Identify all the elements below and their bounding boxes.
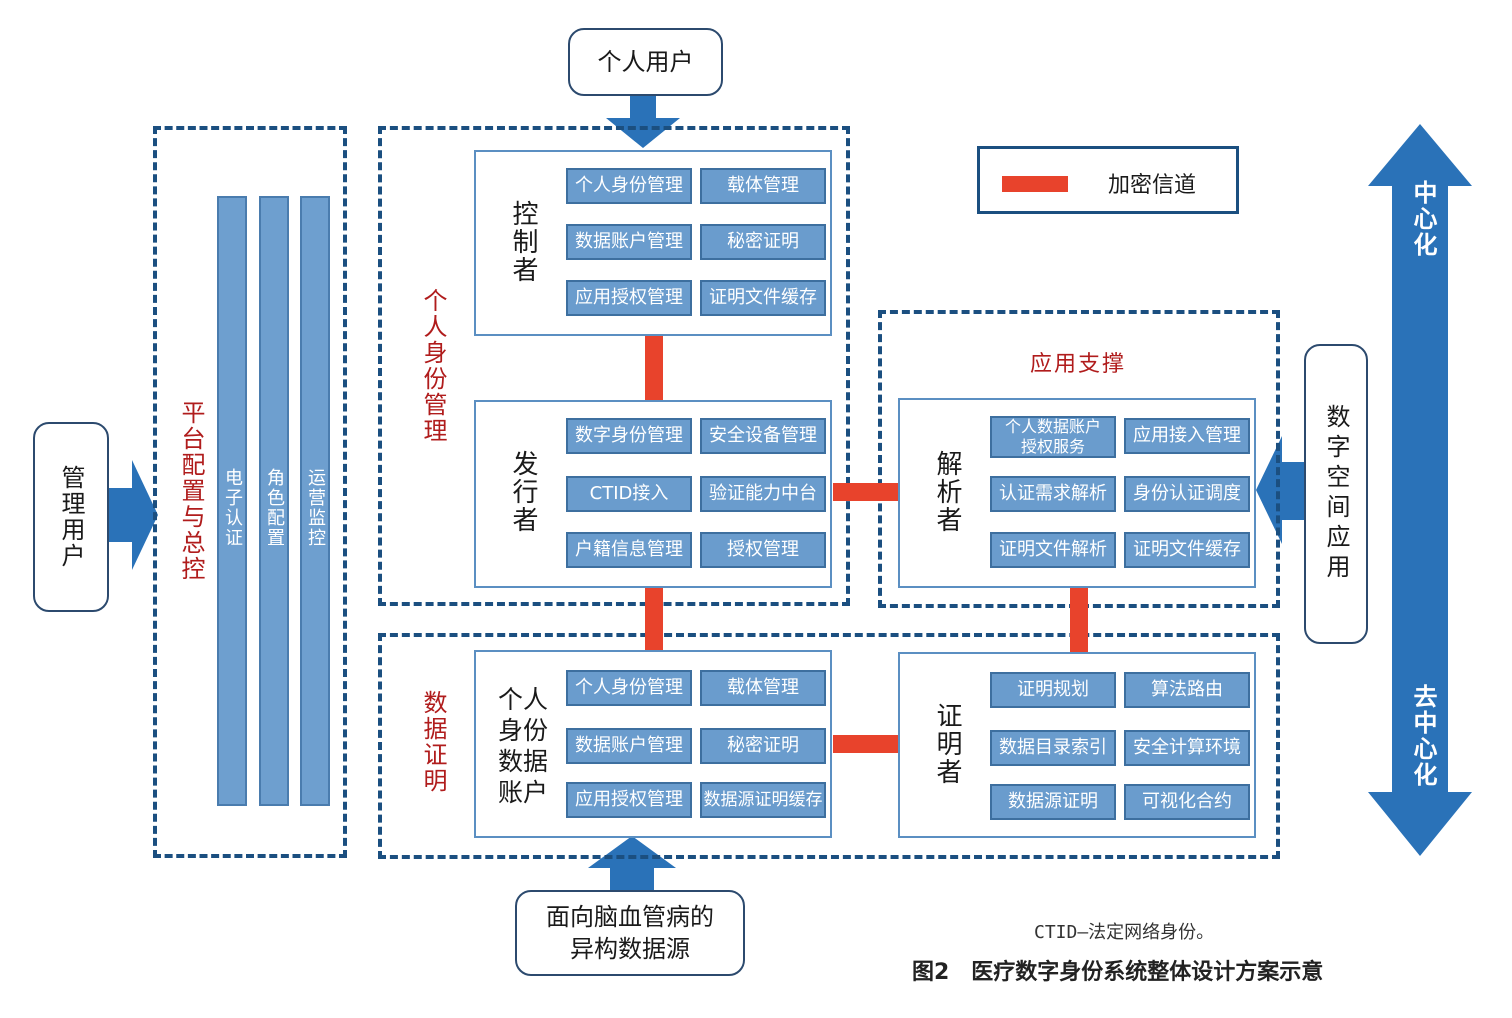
axis-bottom-label: 去中心化 — [1409, 684, 1437, 788]
platform-bar-role: 角色配置 — [259, 196, 289, 806]
issuer-item-3: CTID接入 — [566, 476, 692, 512]
controller-item-1: 个人身份管理 — [566, 168, 692, 204]
resolver-role: 解析者 — [932, 450, 962, 534]
channel-account-prover — [833, 735, 899, 753]
data-proof-region — [378, 633, 1280, 859]
account-item-1: 个人身份管理 — [566, 670, 692, 706]
issuer-item-5: 户籍信息管理 — [566, 532, 692, 568]
heterogeneous-source-label: 面向脑血管病的异构数据源 — [546, 903, 714, 963]
platform-bar-monitor: 运营监控 — [300, 196, 330, 806]
controller-item-2: 载体管理 — [700, 168, 826, 204]
digital-app-box: 数字空间应用 — [1304, 344, 1368, 644]
double-vertical-arrow-icon — [1368, 124, 1472, 856]
resolver-item-6: 证明文件缓存 — [1124, 532, 1250, 568]
controller-item-5: 应用授权管理 — [566, 280, 692, 316]
identity-mgmt-region — [378, 126, 850, 606]
caption-title: 图2 医疗数字身份系统整体设计方案示意 — [912, 960, 1324, 985]
controller-item-6: 证明文件缓存 — [700, 280, 826, 316]
issuer-role: 发行者 — [508, 450, 538, 534]
resolver-panel: 解析者 个人数据账户授权服务 应用接入管理 认证需求解析 身份认证调度 证明文件… — [898, 398, 1256, 588]
legend-label: 加密信道 — [1108, 173, 1197, 198]
platform-bar-cert: 电子认证 — [217, 196, 247, 806]
prover-role: 证明者 — [932, 702, 962, 786]
heterogeneous-source-box: 面向脑血管病的异构数据源 — [515, 890, 745, 976]
account-item-5: 应用授权管理 — [566, 782, 692, 818]
prover-item-6: 可视化合约 — [1124, 784, 1250, 820]
channel-controller-issuer — [645, 336, 663, 400]
legend-swatch — [1002, 176, 1068, 192]
issuer-item-1: 数字身份管理 — [566, 418, 692, 454]
down-arrow-icon — [606, 96, 680, 148]
prover-item-1: 证明规划 — [990, 672, 1116, 708]
channel-issuer-resolver — [833, 483, 899, 501]
prover-panel: 证明者 证明规划 算法路由 数据目录索引 安全计算环境 数据源证明 可视化合约 — [898, 652, 1256, 838]
caption-note: CTID—法定网络身份。 — [1034, 922, 1215, 943]
channel-issuer-account — [645, 588, 663, 650]
left-arrow-icon — [1256, 436, 1306, 544]
prover-item-3: 数据目录索引 — [990, 730, 1116, 766]
prover-item-4: 安全计算环境 — [1124, 730, 1250, 766]
app-support-label: 应用支撑 — [1030, 352, 1127, 377]
digital-app-label: 数字空间应用 — [1322, 404, 1350, 584]
resolver-item-5: 证明文件解析 — [990, 532, 1116, 568]
personal-user-box: 个人用户 — [568, 28, 723, 96]
issuer-panel: 发行者 数字身份管理 安全设备管理 CTID接入 验证能力中台 户籍信息管理 授… — [474, 400, 832, 588]
platform-bar-monitor-label: 运营监控 — [305, 468, 326, 548]
admin-user-label: 管理用户 — [57, 465, 85, 569]
personal-user-label: 个人用户 — [597, 48, 694, 76]
admin-user-box: 管理用户 — [33, 422, 109, 612]
account-item-2: 载体管理 — [700, 670, 826, 706]
platform-config-region — [153, 126, 347, 858]
legend-box: 加密信道 — [977, 146, 1239, 214]
platform-bar-cert-label: 电子认证 — [222, 468, 243, 548]
issuer-item-6: 授权管理 — [700, 532, 826, 568]
issuer-item-2: 安全设备管理 — [700, 418, 826, 454]
account-item-6: 数据源证明缓存 — [700, 782, 826, 818]
account-role: 个人身份数据账户 — [497, 685, 548, 807]
resolver-item-1: 个人数据账户授权服务 — [990, 416, 1116, 458]
prover-item-5: 数据源证明 — [990, 784, 1116, 820]
controller-item-3: 数据账户管理 — [566, 224, 692, 260]
resolver-item-3: 认证需求解析 — [990, 476, 1116, 512]
platform-bar-role-label: 角色配置 — [264, 468, 285, 548]
identity-mgmt-label: 个人身份管理 — [419, 288, 447, 444]
resolver-item-2: 应用接入管理 — [1124, 418, 1250, 454]
up-arrow-icon — [588, 836, 676, 892]
axis-top-label: 中心化 — [1409, 180, 1437, 258]
channel-resolver-prover — [1070, 588, 1088, 652]
controller-item-4: 秘密证明 — [700, 224, 826, 260]
data-proof-label: 数据证明 — [419, 690, 447, 794]
issuer-item-4: 验证能力中台 — [700, 476, 826, 512]
account-item-4: 秘密证明 — [700, 728, 826, 764]
controller-panel: 控制者 个人身份管理 载体管理 数据账户管理 秘密证明 应用授权管理 证明文件缓… — [474, 150, 832, 336]
right-arrow-icon — [108, 460, 158, 570]
account-panel: 个人身份数据账户 个人身份管理 载体管理 数据账户管理 秘密证明 应用授权管理 … — [474, 650, 832, 838]
account-item-3: 数据账户管理 — [566, 728, 692, 764]
platform-config-label: 平台配置与总控 — [177, 400, 205, 582]
resolver-item-4: 身份认证调度 — [1124, 476, 1250, 512]
controller-role: 控制者 — [508, 200, 538, 284]
prover-item-2: 算法路由 — [1124, 672, 1250, 708]
